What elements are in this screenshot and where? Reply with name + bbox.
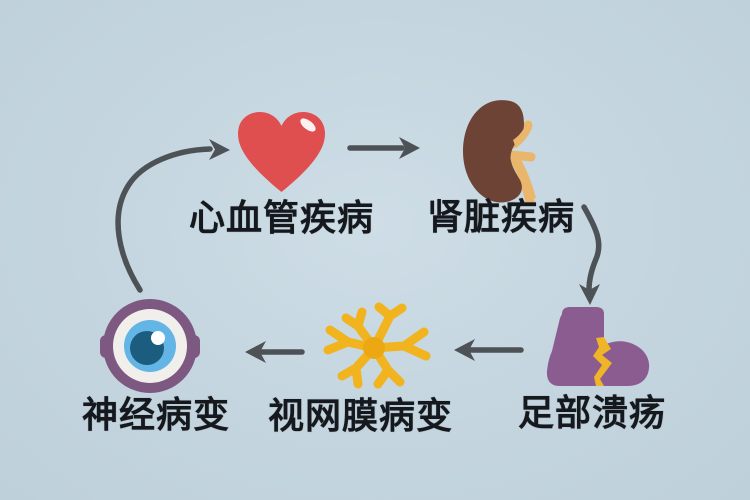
label-neuropathy: 神经病变 — [82, 395, 231, 436]
arrowhead — [209, 139, 230, 160]
arrowhead — [454, 339, 475, 361]
nerve-cell-body — [363, 337, 385, 359]
arrowhead — [245, 341, 266, 363]
label-foot-ulcer: 足部溃疡 — [518, 393, 667, 434]
label-retinopathy: 视网膜病变 — [268, 396, 454, 437]
eye-icon — [100, 299, 200, 393]
eye-highlight — [151, 331, 165, 345]
kidney-icon — [463, 100, 536, 206]
arrow-kidney-to-foot — [581, 204, 602, 293]
nerve-icon — [323, 302, 431, 389]
heart-icon — [238, 112, 325, 192]
label-cardiovascular-disease: 心血管疾病 — [189, 198, 375, 239]
label-kidney-disease: 肾脏疾病 — [427, 197, 576, 238]
foot-crack — [593, 337, 612, 386]
foot-icon — [546, 307, 650, 386]
arrow-neuropathy-to-cardiovascular — [115, 146, 213, 293]
heart-highlight — [300, 118, 316, 132]
arrowhead — [579, 284, 600, 305]
arrowhead — [399, 137, 420, 159]
